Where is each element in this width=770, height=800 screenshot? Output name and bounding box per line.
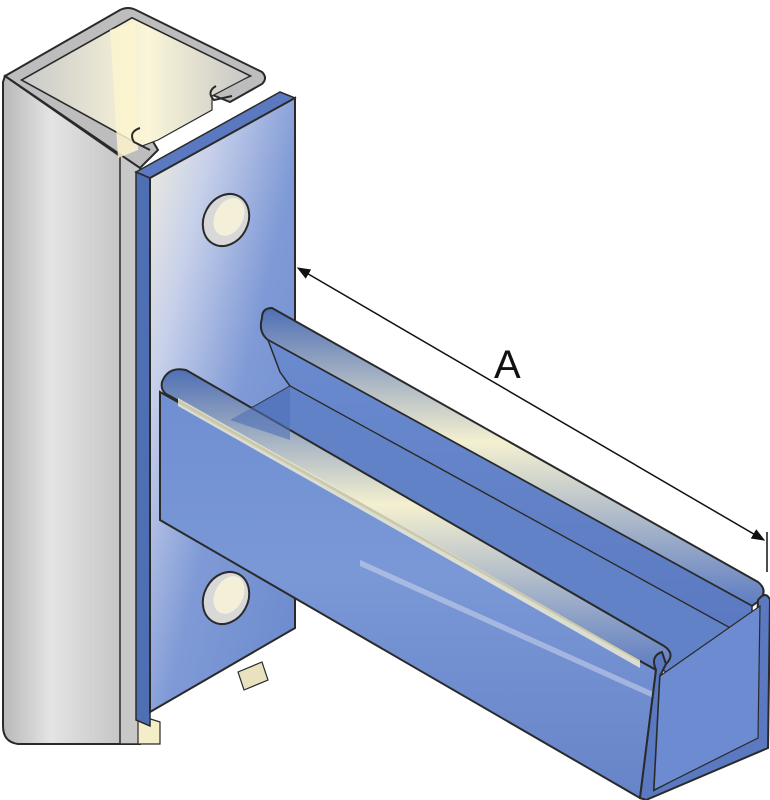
bolt-hole-icon xyxy=(201,571,251,625)
bolt-hole-icon xyxy=(201,193,251,247)
vertical-strut-channel xyxy=(2,7,266,745)
dimension-line: A xyxy=(296,267,768,572)
dimension-label: A xyxy=(494,343,521,387)
